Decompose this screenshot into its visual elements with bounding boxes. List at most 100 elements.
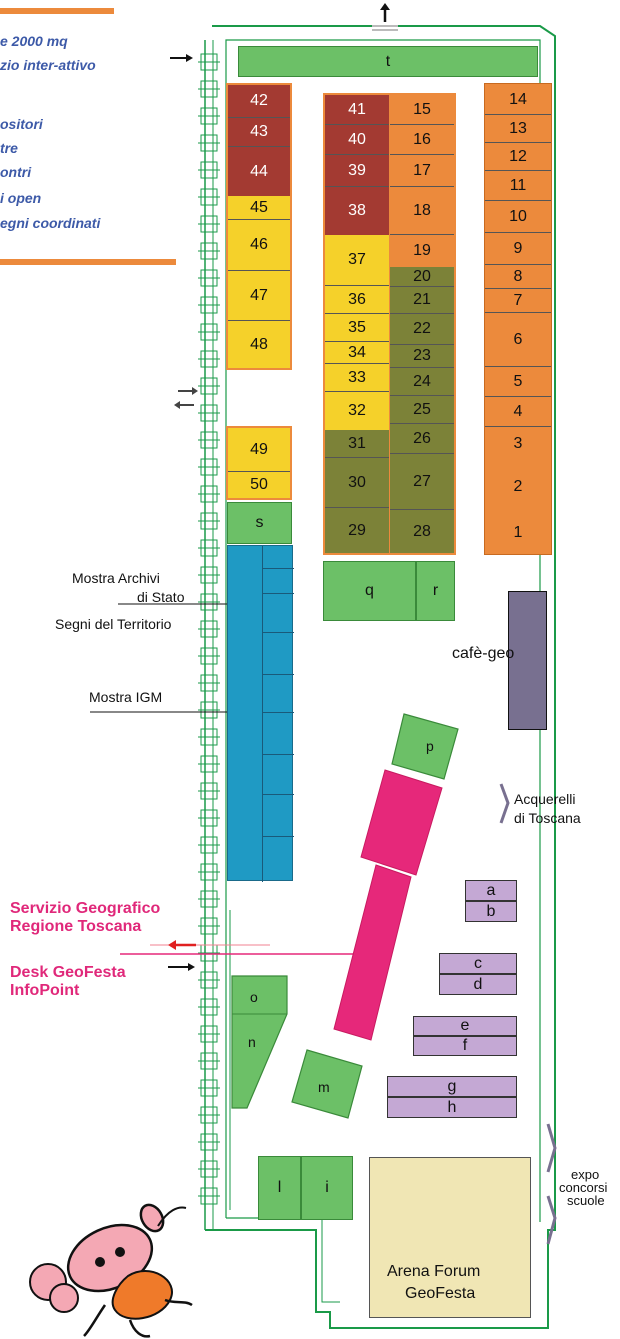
- mostra-archivi-label-line1: Mostra Archivi: [72, 570, 160, 586]
- servizio-label-line2: Regione Toscana: [10, 918, 142, 935]
- legend-line-7: egni coordinati: [0, 215, 101, 231]
- stand-37[interactable]: 37: [325, 235, 389, 286]
- stand-19[interactable]: 19: [390, 235, 454, 267]
- stand-d[interactable]: d: [439, 974, 517, 995]
- stand-q[interactable]: q: [323, 561, 416, 621]
- cafe-geo-label: cafè-geo: [452, 645, 515, 662]
- legend-line-5: ontri: [0, 164, 32, 180]
- stand-20[interactable]: 20: [390, 267, 454, 287]
- stand-14[interactable]: 14: [485, 85, 551, 115]
- stand-29[interactable]: 29: [325, 508, 389, 553]
- stand-s[interactable]: s: [227, 502, 292, 544]
- stand-18[interactable]: 18: [390, 187, 454, 235]
- stand-39[interactable]: 39: [325, 155, 389, 187]
- legend-bottom-bar: [0, 259, 176, 265]
- stand-r[interactable]: r: [416, 561, 455, 621]
- legend-line-3: ositori: [0, 116, 43, 132]
- cafe-geo-area[interactable]: [508, 591, 547, 730]
- stand-10[interactable]: 10: [485, 201, 551, 233]
- legend-line-1: e 2000 mq: [0, 33, 68, 49]
- stand-48[interactable]: 48: [228, 321, 290, 368]
- stand-17[interactable]: 17: [390, 155, 454, 187]
- arena-label-line2: GeoFesta: [405, 1285, 476, 1302]
- stand-i[interactable]: i: [301, 1156, 353, 1220]
- legend-line-4: tre: [0, 140, 18, 156]
- stand-38[interactable]: 38: [325, 187, 389, 235]
- arena-label-line1: Arena Forum: [387, 1263, 481, 1280]
- servizio-label-line1: Servizio Geografico: [10, 900, 161, 917]
- stand-25[interactable]: 25: [390, 396, 454, 424]
- stand-44[interactable]: 44: [228, 147, 290, 196]
- stand-m-label: m: [318, 1079, 330, 1095]
- stand-p-label: p: [426, 738, 434, 754]
- stand-42[interactable]: 42: [228, 85, 290, 118]
- stand-l[interactable]: l: [258, 1156, 301, 1220]
- acquerelli-label-line2: di Toscana: [514, 810, 581, 826]
- stand-t[interactable]: t: [238, 46, 538, 77]
- stand-a[interactable]: a: [465, 880, 517, 901]
- legend-line-2: zio inter-attivo: [0, 57, 96, 73]
- stand-43[interactable]: 43: [228, 118, 290, 147]
- stand-block-49-50: [226, 426, 292, 500]
- stand-40[interactable]: 40: [325, 125, 389, 155]
- stand-15[interactable]: 15: [390, 95, 454, 125]
- stand-26[interactable]: 26: [390, 424, 454, 454]
- stand-8[interactable]: 8: [485, 265, 551, 289]
- stand-47[interactable]: 47: [228, 271, 290, 321]
- arena-forum-area[interactable]: [369, 1157, 531, 1318]
- expo-label-line1: expo: [571, 1167, 600, 1182]
- stand-9[interactable]: 9: [485, 233, 551, 265]
- stand-6[interactable]: 6: [485, 313, 551, 367]
- mouse-mascot-icon: [29, 1203, 193, 1338]
- stand-c[interactable]: c: [439, 953, 517, 974]
- stand-30[interactable]: 30: [325, 458, 389, 508]
- stand-31[interactable]: 31: [325, 430, 389, 458]
- stand-11[interactable]: 11: [485, 171, 551, 201]
- stand-7[interactable]: 7: [485, 289, 551, 313]
- stand-block-42-48: [226, 83, 292, 370]
- stand-1[interactable]: 1: [513, 524, 523, 541]
- stand-34[interactable]: 34: [325, 342, 389, 364]
- stand-n-label: n: [248, 1034, 256, 1050]
- stand-g[interactable]: g: [387, 1076, 517, 1097]
- stand-45[interactable]: 45: [228, 196, 290, 220]
- stand-2[interactable]: 2: [513, 478, 523, 495]
- stand-3[interactable]: 3: [513, 435, 523, 452]
- desk-label-line2: InfoPoint: [10, 982, 80, 999]
- stand-50[interactable]: 50: [228, 472, 290, 498]
- expo-label-line3: scuole: [567, 1193, 605, 1208]
- exhibition-area-blue[interactable]: [227, 545, 294, 882]
- stand-21[interactable]: 21: [390, 287, 454, 314]
- legend-line-6: i open: [0, 190, 42, 206]
- stand-b[interactable]: b: [465, 901, 517, 922]
- stand-33[interactable]: 33: [325, 364, 389, 392]
- stand-13[interactable]: 13: [485, 115, 551, 143]
- stand-46[interactable]: 46: [228, 220, 290, 271]
- stand-32[interactable]: 32: [325, 392, 389, 430]
- stand-35[interactable]: 35: [325, 314, 389, 342]
- stand-28[interactable]: 28: [390, 510, 454, 553]
- stand-41[interactable]: 41: [325, 95, 389, 125]
- stand-36[interactable]: 36: [325, 286, 389, 314]
- stand-22[interactable]: 22: [390, 314, 454, 345]
- stand-12[interactable]: 12: [485, 143, 551, 171]
- acquerelli-label-line1: Acquerelli: [514, 791, 576, 807]
- stand-24[interactable]: 24: [390, 368, 454, 396]
- legend-top-bar: [0, 8, 114, 14]
- stand-5[interactable]: 5: [485, 367, 551, 397]
- stand-4[interactable]: 4: [485, 397, 551, 427]
- desk-label-line1: Desk GeoFesta: [10, 964, 126, 981]
- stand-27[interactable]: 27: [390, 454, 454, 510]
- stand-49[interactable]: 49: [228, 428, 290, 472]
- stand-h[interactable]: h: [387, 1097, 517, 1118]
- stand-block-right: [484, 83, 552, 555]
- segni-territorio-label: Segni del Territorio: [55, 616, 172, 632]
- stand-f[interactable]: f: [413, 1036, 517, 1056]
- stand-e[interactable]: e: [413, 1016, 517, 1036]
- stand-o-label: o: [250, 989, 258, 1005]
- expo-label-line2: concorsi: [559, 1180, 608, 1195]
- stand-16[interactable]: 16: [390, 125, 454, 155]
- stand-23[interactable]: 23: [390, 345, 454, 368]
- mostra-archivi-label-line2: di Stato: [137, 589, 185, 605]
